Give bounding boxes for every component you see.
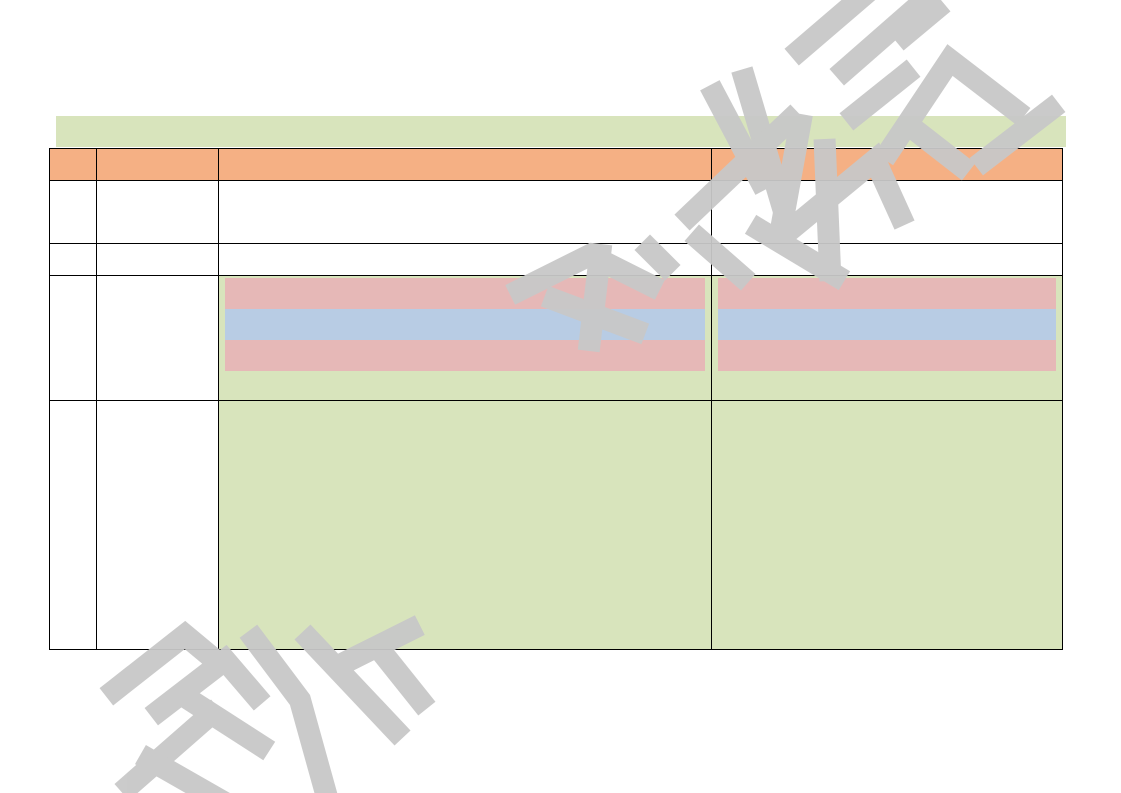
highlight-stripe-pink (718, 278, 1056, 309)
row-number (50, 401, 96, 409)
content-table (49, 148, 1063, 650)
header-cell-note (711, 148, 1063, 181)
item-cell (96, 180, 219, 244)
highlight-stripe-blue (225, 309, 705, 340)
note-cell (711, 180, 1063, 244)
note-text (712, 244, 1062, 252)
document-title (56, 116, 1066, 147)
content-cell-green (218, 400, 712, 650)
header-cell-no (49, 148, 97, 181)
row-number (50, 244, 96, 252)
content-cell-striped (218, 275, 712, 401)
note-cell-green (711, 400, 1063, 650)
table-row (49, 180, 1063, 244)
table-row (49, 400, 1063, 650)
item-cell (96, 243, 219, 276)
table-row (49, 243, 1063, 276)
note-cell-striped (711, 275, 1063, 401)
table-row (49, 275, 1063, 401)
item-text (97, 401, 218, 409)
row-number-cell (49, 180, 97, 244)
content-text (219, 244, 711, 252)
highlight-stripe-pink (225, 340, 705, 371)
content-text (219, 181, 711, 189)
highlight-stripe-pink (225, 278, 705, 309)
row-number-cell (49, 400, 97, 650)
note-text (712, 181, 1062, 189)
highlight-stripe-blue (718, 309, 1056, 340)
content-text (219, 401, 711, 409)
row-number (50, 276, 96, 284)
item-cell (96, 275, 219, 401)
content-cell (218, 243, 712, 276)
row-number-cell (49, 275, 97, 401)
highlight-stripe-pink (718, 340, 1056, 371)
table-header-row (49, 148, 1063, 181)
note-cell (711, 243, 1063, 276)
item-text (97, 244, 218, 252)
content-cell (218, 180, 712, 244)
item-text (97, 276, 218, 284)
item-cell (96, 400, 219, 650)
title-band (56, 116, 1066, 147)
item-text (97, 181, 218, 189)
row-number (50, 181, 96, 189)
row-number-cell (49, 243, 97, 276)
header-cell-content (218, 148, 712, 181)
note-text (712, 401, 1062, 409)
header-cell-item (96, 148, 219, 181)
